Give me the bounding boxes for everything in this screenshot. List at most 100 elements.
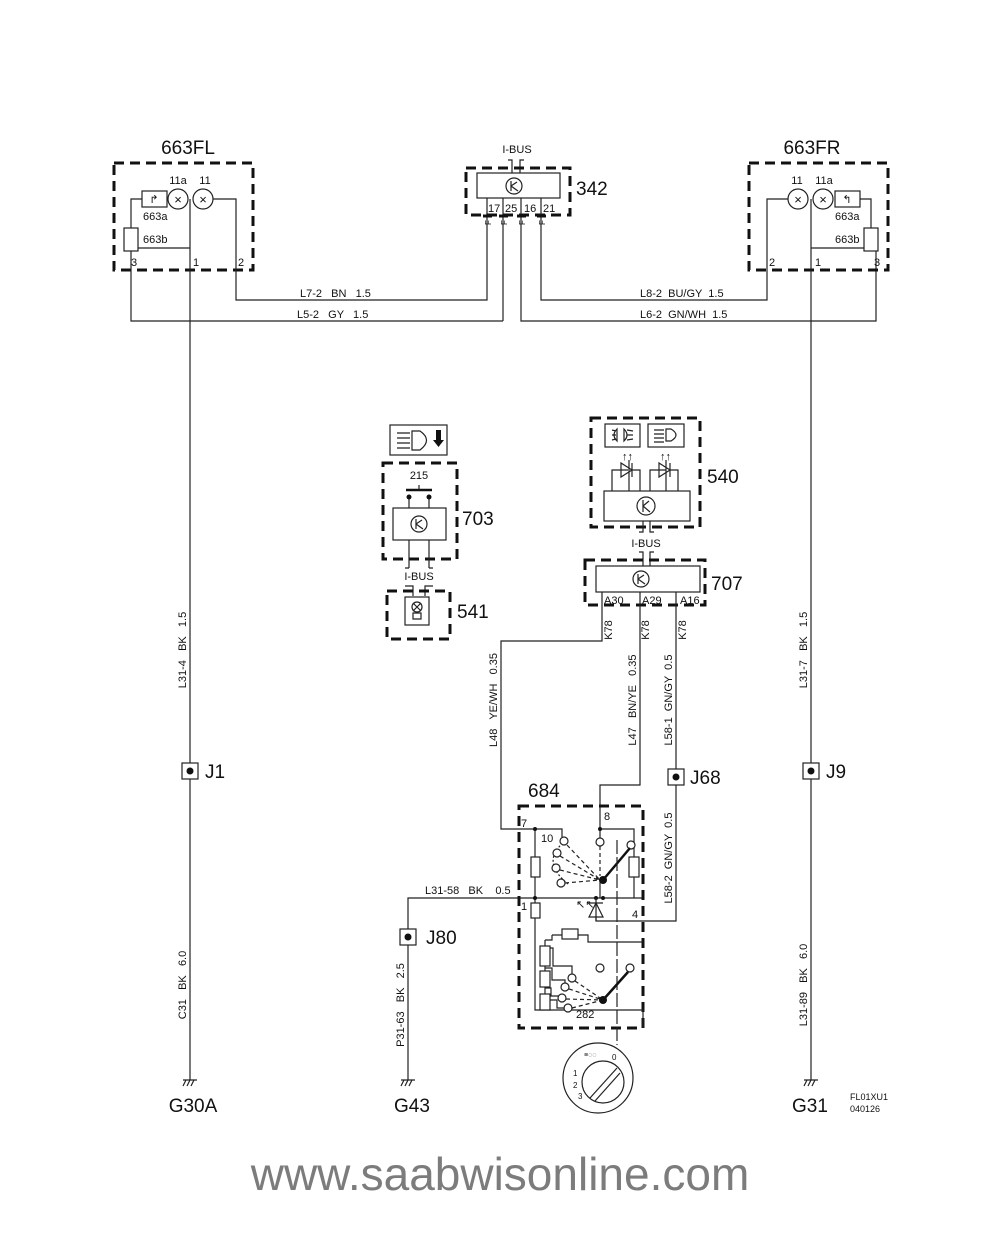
component-703: 215 703 I-BUS — [381, 424, 494, 596]
pin-label: 8 — [604, 811, 610, 823]
component-boundary — [464, 166, 572, 217]
control-module — [595, 565, 701, 593]
switch-pivot — [599, 876, 607, 884]
svg-text:×: × — [794, 192, 802, 207]
component-boundary — [589, 416, 702, 529]
switch-contact — [595, 837, 605, 847]
pin-label: 4 — [632, 909, 638, 921]
wire-label: L31-4 BK 1.5 — [177, 612, 189, 688]
component-663fl: 663FL 11a 11 × × ↱ 663a 663b 3 1 2 — [112, 138, 503, 322]
bus-label: I-BUS — [404, 571, 433, 583]
switch-pivot — [599, 996, 607, 1004]
fuse-label: F — [518, 220, 527, 225]
component-541: 541 — [385, 589, 489, 641]
warning-lamp-icon — [404, 596, 430, 626]
part-label: 663a — [143, 211, 168, 223]
component-label: 342 — [576, 179, 608, 200]
thermal-symbol: ↰ — [842, 194, 851, 206]
pin-label: 25 — [505, 203, 517, 215]
component-label: 707 — [711, 574, 743, 595]
pin-label: 7 — [521, 818, 527, 830]
ground-icon — [182, 1079, 818, 1087]
junction-label: J1 — [205, 762, 225, 783]
bus-label: I-BUS — [502, 144, 531, 156]
pin-label: 3 — [131, 257, 137, 269]
wire-label: L58-1 GN/GY 0.5 — [663, 655, 675, 746]
component-boundary — [583, 558, 707, 607]
ground-label: G43 — [394, 1096, 430, 1117]
junction-label: J80 — [426, 928, 457, 949]
component-684: 684 7 8 1 4 10 282 ↖↖ — [517, 781, 645, 1045]
transistor-icon — [632, 570, 650, 588]
bus-label: I-BUS — [631, 538, 660, 550]
switch-contact — [626, 840, 636, 850]
part-label: 282 — [576, 1009, 594, 1021]
drawing-code: FL01XU1 — [850, 1092, 888, 1102]
lamp-label: 11 — [199, 175, 210, 187]
switch-contact — [625, 963, 635, 973]
part-label: 663b — [143, 234, 167, 246]
junction-j9: J9 — [802, 762, 846, 783]
switch-label: 215 — [410, 470, 428, 482]
wire-label: P31-63 BK 2.5 — [395, 963, 407, 1047]
resistor-icon — [530, 856, 541, 878]
component-label: 684 — [528, 781, 560, 802]
resistor-icon — [539, 945, 551, 967]
ground-label: G30A — [169, 1096, 218, 1117]
watermark: www.saabwisonline.com — [250, 1148, 750, 1200]
component-boundary — [112, 161, 255, 272]
switch-contact — [556, 878, 566, 888]
junction-j1: J1 — [181, 762, 225, 783]
lamp-label: 11 — [791, 175, 802, 187]
resistor-icon — [561, 928, 579, 940]
light-emission-symbol: ↑↑ — [660, 451, 671, 463]
transistor-icon — [410, 515, 428, 533]
pin-label: A16 — [680, 595, 700, 607]
part-label: 663b — [835, 234, 859, 246]
wire-label: L31-89 BK 6.0 — [798, 944, 810, 1027]
lamp-icon — [167, 188, 189, 210]
junction-j80: J80 — [399, 928, 457, 949]
component-663fr: 663FR 11 11a × × ↰ 663a 663b 2 1 3 — [747, 138, 890, 272]
component-label: 663FR — [783, 138, 840, 159]
wire-label: L47 BN/YE 0.35 — [627, 654, 639, 745]
light-emission-symbol: ↖↖ — [576, 899, 594, 911]
knob-symbols: ≡◌◌ — [584, 1052, 596, 1059]
component-label: 663FL — [161, 138, 215, 159]
junction-label: J68 — [690, 768, 721, 789]
wire-label: L58-2 GN/GY 0.5 — [663, 813, 675, 904]
component-boundary — [381, 461, 459, 561]
wire-label: L5-2 GY 1.5 — [297, 309, 368, 321]
knob-position-label: 2 — [573, 1081, 578, 1090]
junction-j68: J68 — [667, 768, 721, 789]
connector-label: K78 — [640, 620, 652, 640]
component-boundary — [747, 161, 890, 272]
resistor-icon — [863, 227, 879, 252]
ground-label: G31 — [792, 1096, 828, 1117]
resistor-icon — [530, 902, 541, 919]
knob-position-label: 1 — [573, 1069, 578, 1078]
junction-label: J9 — [826, 762, 846, 783]
wire-label: L6-2 GN/WH 1.5 — [640, 309, 727, 321]
lamp-label: 11a — [169, 175, 187, 187]
connector-label: K78 — [603, 620, 615, 640]
wire-label: L48 YE/WH 0.35 — [488, 653, 500, 747]
fuse-label: F — [538, 220, 547, 225]
wire-label: L8-2 BU/GY 1.5 — [640, 288, 724, 300]
switch-contact — [567, 973, 577, 983]
resistor-icon — [628, 856, 640, 878]
pin-label: 17 — [488, 203, 500, 215]
component-boundary — [385, 589, 452, 641]
resistor-icon — [539, 970, 551, 988]
component-boundary — [517, 804, 645, 1030]
fuse-label: F — [484, 220, 493, 225]
pin-label: 1 — [193, 257, 199, 269]
switch-contact — [551, 863, 561, 873]
pin-label: 3 — [874, 257, 880, 269]
switch-contact — [557, 993, 567, 1003]
lamp-label: 11a — [815, 175, 833, 187]
switch-contact — [559, 836, 569, 846]
knob-position-label: 0 — [612, 1053, 617, 1062]
component-707: 707 A30 A29 A16 K78 K78 K78 — [583, 558, 743, 640]
